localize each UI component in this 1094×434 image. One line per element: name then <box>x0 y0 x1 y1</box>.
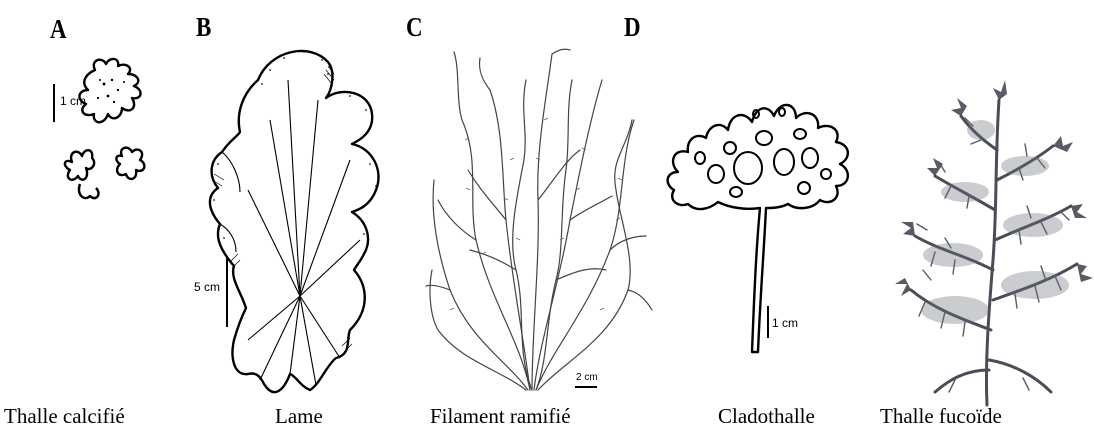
blade-thallus-drawing <box>200 40 400 400</box>
scale-bar-a <box>53 84 55 122</box>
fucoid-thallus-illustration <box>895 80 1085 405</box>
calcified-thallus-drawing <box>60 52 170 212</box>
cladothallus-drawing <box>660 40 870 360</box>
caption-blade: Lame <box>275 404 323 429</box>
panel-letter-a: A <box>50 14 67 45</box>
caption-fucoid-thallus: Thalle fucoïde <box>880 404 1002 429</box>
caption-cladothallus: Cladothalle <box>718 404 815 429</box>
branched-filament-drawing <box>420 40 660 400</box>
caption-branched-filament: Filament ramifié <box>430 404 571 429</box>
panel-letter-b: B <box>196 12 211 43</box>
caption-calcified-thallus: Thalle calcifié <box>4 404 125 429</box>
panel-letter-c: C <box>406 12 423 43</box>
panel-letter-d: D <box>624 12 641 43</box>
